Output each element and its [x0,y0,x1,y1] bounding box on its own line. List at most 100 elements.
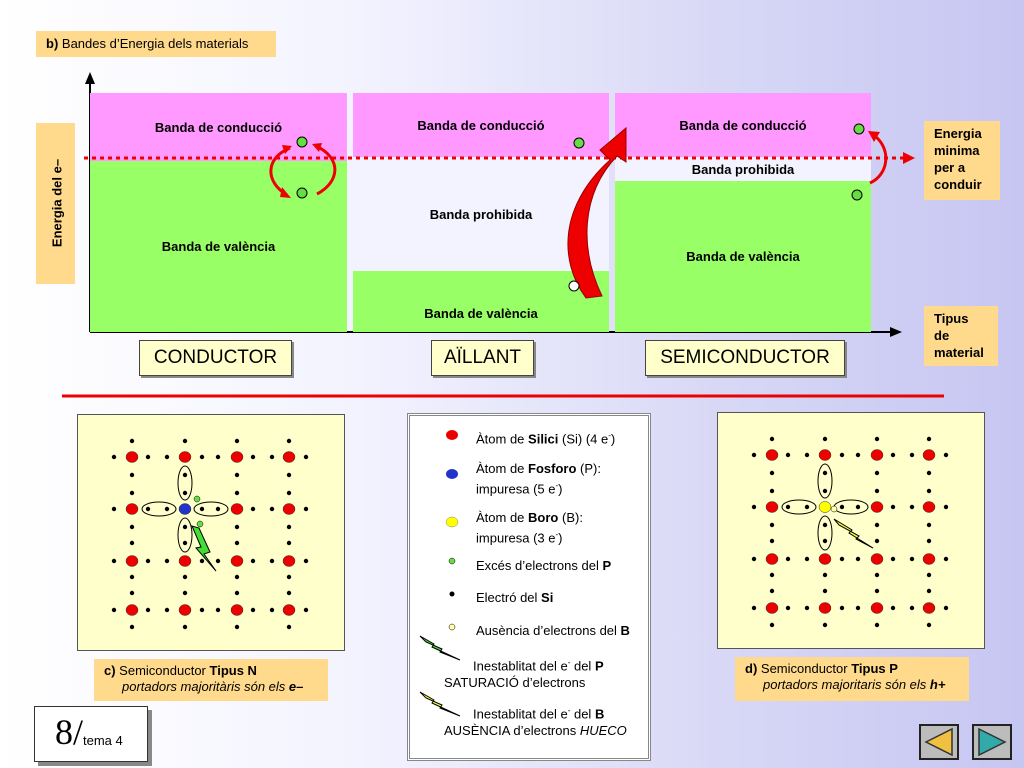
electron-absence-icon [448,623,456,631]
silicon-electron [234,472,240,478]
silicon-electron [215,454,221,460]
silicon-electron [909,605,915,611]
silicon-electron [286,624,292,630]
lightning-bolt-icon [191,525,217,572]
next-slide-button[interactable] [972,724,1012,760]
silicon-atom [230,503,244,515]
silicon-electron [890,556,896,562]
conductor-electron-bottom [296,187,308,199]
silicon-atom [282,451,296,463]
semiconductor-electron-bottom [851,189,863,201]
semiconductor-valence-band: Banda de valència [615,181,871,332]
curved-arrow-icon [269,145,292,198]
insulator-electron-bottom [568,280,580,292]
conductor-valence-label: Banda de valència [161,239,276,254]
caption-type: Tipus P [851,661,898,676]
silicon-electron [129,524,135,530]
legend-symbols [419,430,461,717]
silicon-electron [286,574,292,580]
excess-electron [196,520,204,528]
p-type-lattice [751,436,949,628]
silicon-electron [926,522,932,528]
caption-type: Tipus N [209,663,257,678]
silicon-electron [250,558,256,564]
silicon-electron [839,452,845,458]
insulator-conduction-label: Banda de conducció [417,117,545,133]
insulator-forbidden-band: Banda prohibida [353,157,609,271]
caption-text: Semiconductor [757,661,852,676]
silicon-electron [926,436,932,442]
silicon-electron [129,472,135,478]
silicon-electron [234,590,240,596]
silicon-atom [870,501,884,513]
lightning-bolt-icon [833,518,874,549]
silicon-electron [111,454,117,460]
silicon-atom [765,449,779,461]
curved-arrow-icon [868,131,888,185]
section-title: b) Bandes d’Energia dels materials [36,31,276,57]
semiconductor-forbidden-label: Banda prohibida [691,161,795,177]
phosphorus-atom-icon [446,469,458,479]
silicon-electron [164,607,170,613]
silicon-atom [178,555,192,567]
legend-excess: Excés d’electrons del P [476,558,612,573]
silicon-atom [125,604,139,616]
bond-ellipse [177,465,193,501]
silicon-electron [822,588,828,594]
silicon-electron [215,506,221,512]
silicon-electron [164,558,170,564]
silicon-electron [164,506,170,512]
silicon-electron [909,504,915,510]
note-line: per a [934,160,966,175]
silicon-electron [215,607,221,613]
silicon-electron [182,472,188,478]
silicon-atom [178,604,192,616]
silicon-electron [145,454,151,460]
silicon-electron [874,538,880,544]
legend-boron: Àtom de Boro (B):impuresa (3 e-) [476,510,583,546]
silicon-atom [818,553,832,565]
silicon-electron [943,452,949,458]
silicon-electron [269,506,275,512]
caption-prefix: c) [104,663,116,678]
silicon-electron [199,454,205,460]
legend-phosphorus: Àtom de Fosforo (P):impuresa (5 e-) [476,461,601,497]
insulator-label: AÏLLANT [431,340,534,376]
silicon-electron [129,590,135,596]
silicon-electron [199,506,205,512]
slide-number: 8/ tema 4 [34,706,148,762]
silicon-electron [804,504,810,510]
material-type-note: Tipus de material [924,306,998,366]
insulator-electron-top [573,137,585,149]
silicon-electron [874,588,880,594]
silicon-electron [769,436,775,442]
minimum-energy-note: Energia minima per a conduir [924,121,1000,200]
previous-slide-button[interactable] [919,724,959,760]
semiconductor-electron-top [853,123,865,135]
silicon-atom [818,602,832,614]
n-type-caption: c) Semiconductor Tipus N portadors major… [94,659,328,701]
caption-carrier-symbol: h+ [929,677,946,692]
silicon-electron [804,452,810,458]
silicon-electron [785,504,791,510]
bond-ellipse [817,515,833,551]
silicon-electron [874,572,880,578]
silicon-electron [926,488,932,494]
silicon-electron [234,490,240,496]
silicon-atom [870,553,884,565]
legend-silicon: Àtom de Silici (Si) (4 e-) [476,431,616,447]
caption-text: Semiconductor [115,663,210,678]
silicon-electron [751,605,757,611]
nav-back-icon [924,727,953,757]
insulator-valence-label: Banda de valència [424,306,538,321]
silicon-electron [874,470,880,476]
band-overlay [62,123,944,398]
silicon-electron [855,452,861,458]
conductor-conduction-label: Banda de conducció [154,119,283,135]
phosphorus-atom [178,503,192,515]
silicon-electron [286,524,292,530]
silicon-atom [870,602,884,614]
silicon-electron [751,452,757,458]
silicon-atom [765,602,779,614]
